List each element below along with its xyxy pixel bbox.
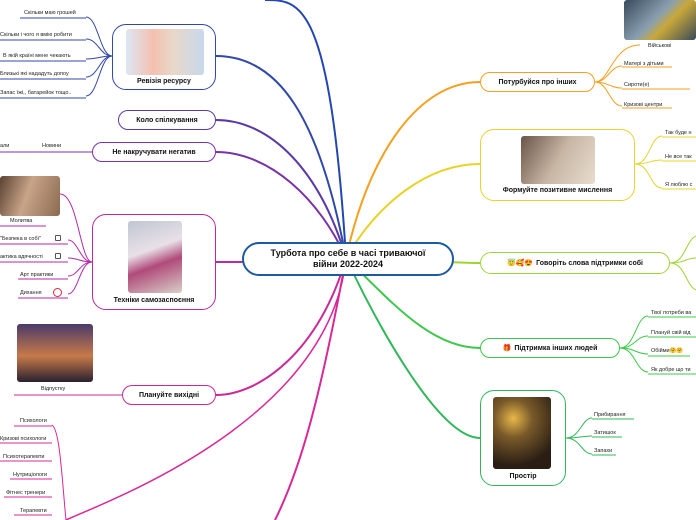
support-item-3[interactable]: Обійми🤗🤗 — [651, 348, 684, 354]
resource-image — [126, 29, 204, 75]
care-item-crisis-centers[interactable]: Кризові центри — [624, 102, 663, 108]
positive-item-1[interactable]: Так буде н — [665, 130, 692, 136]
topic-support-words[interactable]: 😇🥰😍 Говоріть слова підтримки собі — [480, 252, 670, 274]
support-item-1[interactable]: Твої потреби ва — [651, 310, 692, 316]
topic-positive-thinking[interactable]: Формуйте позитивне мислення — [480, 129, 635, 201]
technique-item-safety[interactable]: "Безпека в собі" — [0, 236, 41, 242]
topic-support-others-label: Підтримка інших людей — [514, 344, 598, 352]
topic-plan-weekend-label: Плануйте вихідні — [138, 391, 200, 399]
link-icon[interactable] — [55, 253, 61, 259]
topic-space-label: Простір — [509, 473, 537, 480]
negative-item-news[interactable]: Новини — [42, 143, 62, 149]
topic-social-circle-label: Коло спілкування — [136, 116, 198, 124]
woman-image — [521, 136, 595, 184]
specialist-fitness-trainers[interactable]: Фітнес тренери — [6, 490, 46, 496]
topic-support-words-label: Говоріть слова підтримки собі — [536, 259, 643, 267]
support-item-2[interactable]: Плануй свій від — [651, 330, 691, 336]
technique-item-breathing[interactable]: Дихання — [20, 290, 42, 296]
resource-item-skills[interactable]: Скільки і чого я вмію робити — [0, 32, 72, 38]
technique-item-gratitude[interactable]: актика вдячності — [0, 254, 43, 260]
specialist-psychologists[interactable]: Психологи — [20, 418, 47, 424]
positive-item-3[interactable]: Я люблю с — [665, 182, 693, 188]
space-item-comfort[interactable]: Затишок — [594, 430, 616, 436]
vacation-image — [17, 324, 93, 382]
topic-resource-review-label: Ревізія ресурсу — [137, 78, 191, 85]
resource-item-supplies[interactable]: Запас їжі,, батарейок тощо.. — [0, 90, 72, 96]
topic-social-circle[interactable]: Коло спілкування — [118, 110, 216, 130]
weekend-vacation: Відпустку — [41, 386, 66, 392]
topic-plan-weekend[interactable]: Плануйте вихідні — [122, 385, 216, 405]
topic-avoid-negative[interactable]: Не накручувати негатив — [92, 142, 216, 162]
topic-support-others[interactable]: 🎁 Підтримка інших людей — [480, 338, 620, 358]
resource-item-relatives[interactable]: Близькі які нададуть допоу — [0, 71, 69, 77]
care-item-soldiers: Військові — [648, 43, 672, 49]
mirror-image — [128, 221, 182, 293]
resource-item-money[interactable]: Скільки маю грошей — [24, 10, 76, 16]
specialist-crisis-psychologists[interactable]: Кризові психологи — [0, 436, 47, 442]
technique-prayer: Молитва — [10, 218, 33, 224]
emoji-icon: 😇🥰😍 — [507, 260, 534, 267]
specialist-therapists[interactable]: Терапевти — [20, 508, 47, 514]
specialist-nutritionists[interactable]: Нутриціологи — [13, 472, 48, 478]
central-topic[interactable]: Турбота про себе в часі триваючої війни … — [242, 242, 454, 276]
topic-avoid-negative-label: Не накручувати негатив — [112, 148, 196, 156]
soldiers-image — [624, 0, 696, 40]
gift-icon: 🎁 — [502, 345, 512, 352]
topic-positive-thinking-label: Формуйте позитивне мислення — [502, 187, 613, 194]
positive-item-2[interactable]: Не все так — [665, 154, 692, 160]
negative-item-1[interactable]: али — [0, 143, 10, 149]
link-icon[interactable] — [55, 235, 61, 241]
specialist-psychotherapists[interactable]: Психотерапевти — [3, 454, 45, 460]
topic-resource-review[interactable]: Ревізія ресурсу — [112, 24, 216, 90]
topic-self-calming-label: Техніки самозаспоєння — [113, 297, 195, 304]
space-item-scents[interactable]: Запахи — [594, 448, 613, 454]
room-image — [493, 397, 551, 469]
space-item-cleaning[interactable]: Прибирання — [594, 412, 626, 418]
topic-space[interactable]: Простір — [480, 390, 566, 486]
central-topic-label: Турбота про себе в часі триваючої війни … — [270, 248, 426, 269]
topic-care-others[interactable]: Потурбуйся про інших — [480, 72, 595, 92]
topic-care-others-label: Потурбуйся про інших — [498, 78, 577, 86]
prayer-image — [0, 176, 60, 216]
technique-item-art[interactable]: Арт практики — [20, 272, 54, 278]
no-entry-icon — [53, 288, 62, 297]
care-item-orphans[interactable]: Сироти(е) — [624, 82, 650, 88]
topic-self-calming[interactable]: Техніки самозаспоєння — [92, 214, 216, 310]
resource-item-country[interactable]: В якій країні мене чекають — [3, 53, 71, 59]
support-item-4[interactable]: Як добре що ти — [651, 367, 691, 373]
care-item-mothers[interactable]: Матері з дітьми — [624, 61, 664, 67]
